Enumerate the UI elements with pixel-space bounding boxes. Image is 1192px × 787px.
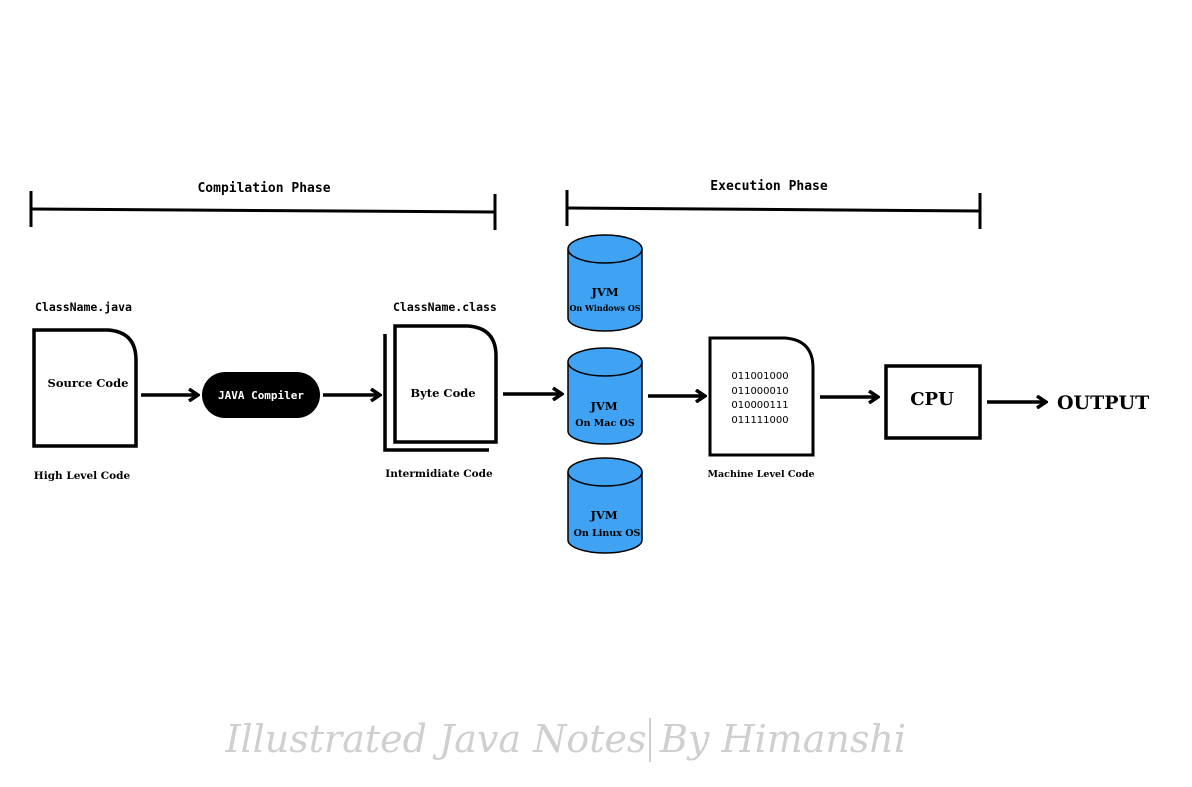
cpu-label: CPU	[910, 389, 954, 410]
compilation-phase-bracket: Compilation Phase	[29, 181, 497, 230]
source-filename: ClassName.java	[35, 300, 132, 314]
java-compiler-label: JAVA Compiler	[218, 389, 304, 402]
jvm-mac: JVM On Mac OS	[567, 347, 643, 445]
machine-code-line: 010000111	[731, 400, 788, 411]
machine-code-line: 011001000	[731, 371, 788, 382]
jvm-linux: JVM On Linux OS	[567, 457, 643, 554]
byte-code-label: Byte Code	[410, 386, 475, 400]
machine-code-line: 011111000	[731, 415, 788, 426]
jvm-mac-title: JVM	[589, 399, 617, 413]
machine-level-code-caption: Machine Level Code	[707, 469, 814, 480]
intermediate-code-caption: Intermidiate Code	[385, 468, 493, 480]
jvm-windows-os: On Windows OS	[569, 303, 640, 313]
execution-phase-bracket: Execution Phase	[565, 179, 982, 229]
cpu-box: CPU	[884, 364, 982, 440]
jvm-mac-os: On Mac OS	[575, 418, 635, 429]
java-compiler: JAVA Compiler	[202, 372, 320, 418]
jvm-windows-title: JVM	[590, 285, 618, 299]
bytecode-filename: ClassName.class	[393, 300, 497, 314]
jvm-windows: JVM On Windows OS	[567, 234, 643, 332]
source-code-document: ClassName.java Source Code High Level Co…	[32, 300, 138, 482]
compilation-phase-label: Compilation Phase	[197, 181, 330, 196]
watermark: Illustrated Java Notes By Himanshi	[224, 717, 906, 762]
jvm-linux-os: On Linux OS	[574, 528, 641, 539]
watermark-author: By Himanshi	[659, 717, 906, 761]
output-label: OUTPUT	[1057, 392, 1149, 414]
high-level-code-caption: High Level Code	[34, 470, 131, 482]
bytecode-document: ClassName.class Byte Code Intermidiate C…	[383, 300, 498, 480]
jvm-linux-title: JVM	[589, 508, 617, 522]
watermark-title: Illustrated Java Notes	[224, 717, 646, 761]
execution-phase-label: Execution Phase	[710, 179, 828, 194]
machine-code-document: 011001000 011000010 010000111 011111000 …	[707, 336, 815, 480]
source-code-label: Source Code	[48, 376, 129, 390]
machine-code-line: 011000010	[731, 386, 788, 397]
